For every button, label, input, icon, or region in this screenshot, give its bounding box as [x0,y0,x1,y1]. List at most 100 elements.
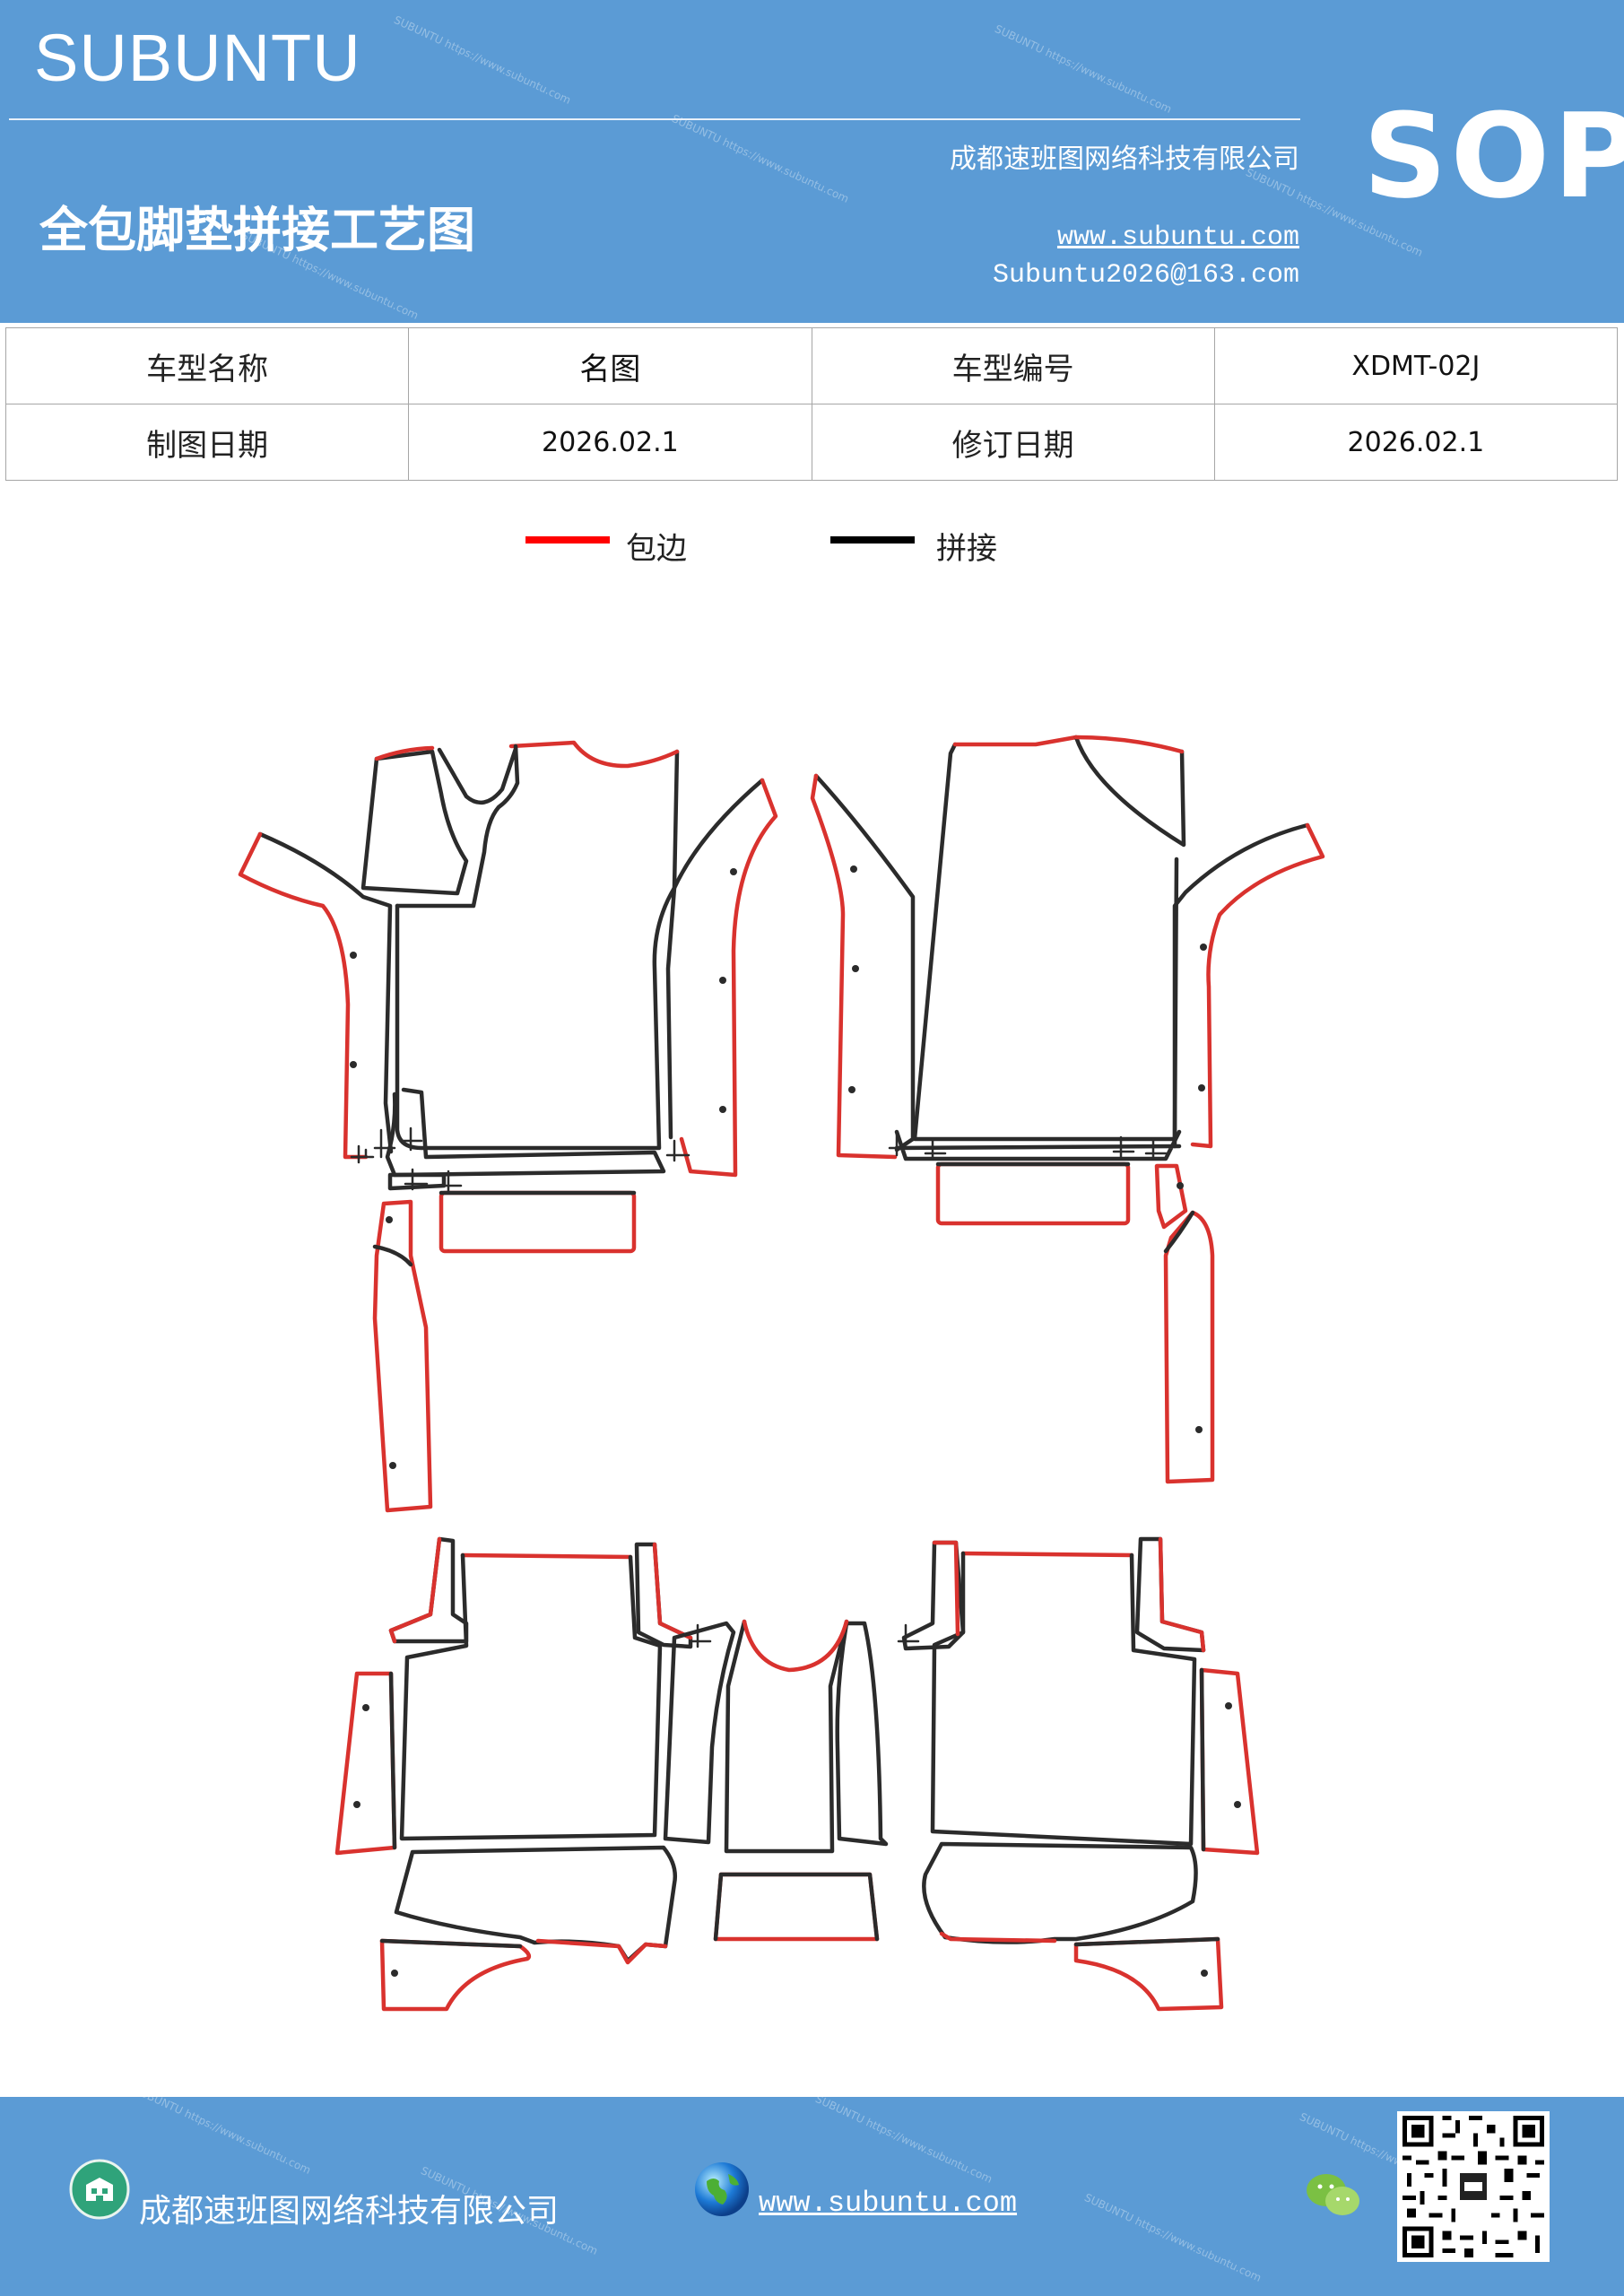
legend-swatch-wrap [525,536,610,544]
mount-hole [362,1704,369,1711]
mat-piece-fr-corner-wrap [1073,735,1185,754]
mat-piece-fr-side-wrap [1190,822,1325,1149]
mat-piece-fr-heel-pad [935,1161,1131,1226]
mount-hole [1234,1801,1241,1808]
rear-left-mat-group [334,1536,712,2012]
mount-hole [1195,1426,1203,1433]
mat-piece-rl-outer [334,1671,397,1856]
seam-marker [404,1168,429,1191]
mat-piece-fr-corner [1073,735,1186,848]
footer-company-name: 成都速班图网络科技有限公司 [139,2193,560,2230]
globe-icon [695,2162,749,2216]
mat-piece-fr-sill [894,1129,1182,1161]
legend-label-wrap: 包边 [626,531,687,567]
watermark: SUBUNTU https://www.subuntu.com [392,13,573,107]
mount-hole [719,1106,726,1113]
mat-piece-rc-tunnel-right [835,1621,889,1847]
front-right-mat-group [810,735,1325,1484]
seam-marker [373,1128,396,1159]
mount-hole [1200,944,1207,951]
value-cell-model-name: 名图 [408,327,812,404]
mat-piece-rr-corner [1073,1936,1224,2012]
header: SUBUNTU https://www.subuntu.com SUBUNTU … [0,0,1624,323]
company-name: 成都速班图网络科技有限公司 [950,144,1299,175]
watermark: SUBUNTU https://www.subuntu.com [1082,2191,1264,2284]
mat-piece-rl-flap-right-wrap [652,1542,693,1640]
header-divider [9,118,1300,120]
mat-piece-rl-corner-seam [379,1938,523,1949]
mat-piece-fr-tunnel-wrap [810,773,898,1160]
mat-piece-fr-door-small [1154,1163,1188,1230]
mat-piece-rl-corner [379,1938,531,2012]
company-icon [69,2159,130,2220]
label-cell-model-name: 车型名称 [4,327,410,404]
mat-piece-rr-outer [1199,1667,1260,1856]
mat-piece-fl-pedal-inner [437,746,518,805]
brand-logo-text: SUBUNTU [34,21,361,95]
mat-piece-fl-pedal-panel [360,749,469,896]
rear-right-mat-group [901,1536,1260,2012]
mat-piece-rl-flap-left-wrap [388,1536,442,1644]
email-link[interactable]: Subuntu2026@163.com [992,260,1299,291]
rear-center-mat-group [663,1619,920,1942]
mat-piece-rr-main [930,1551,1197,1847]
mat-piece-fl-door-strip-seam [372,1244,413,1267]
mat-piece-fl-main [395,749,680,1151]
seam-marker [665,1139,690,1162]
wechat-icon [1307,2174,1359,2215]
mat-piece-rc-front [713,1872,880,1942]
mount-hole [1177,1182,1184,1189]
mat-piece-rl-flap-right [634,1542,693,1649]
footer-website-link[interactable]: www.subuntu.com [759,2187,1018,2220]
mat-piece-fl-front-strip [387,1172,447,1191]
mount-hole [852,965,859,972]
mat-piece-fl-side [257,831,394,1154]
mat-piece-rl-front-wrap [535,1938,668,1965]
mat-piece-fl-sill [385,1087,666,1178]
value-cell-draw-date: 2026.02.1 [408,404,812,481]
mount-hole [848,1086,855,1093]
mount-hole [350,1061,357,1068]
front-left-mat-group [238,740,778,1513]
mat-piece-fl-door-strip [372,1199,433,1513]
mat-piece-rr-flap-right-wrap [1158,1536,1206,1653]
mat-piece-fr-door-strip [1163,1210,1215,1484]
mat-piece-rl-seat-top [460,1552,633,1560]
mat-piece-fl-pedal-cut [395,744,520,909]
table-row: 车型名称 名图 车型编号 XDMT-02J [4,327,1619,404]
mat-piece-fr-door-strip-seam [1163,1210,1195,1254]
mat-piece-fl-tunnel [665,778,765,1140]
seam-marker [1144,1137,1168,1161]
seam-marker [924,1137,947,1161]
value-cell-model-code: XDMT-02J [1213,327,1619,404]
mat-piece-fl-heel-pad [439,1190,637,1254]
seam-marker [888,1130,911,1157]
website-link[interactable]: www.subuntu.com [1056,222,1299,253]
watermark: SUBUNTU https://www.subuntu.com [132,2097,313,2177]
mount-hole [1225,1702,1232,1709]
mat-piece-rc-tunnel-left [663,1621,736,1845]
mat-piece-rr-front-wrap [939,1931,1057,1944]
info-table: 车型名称 名图 车型编号 XDMT-02J 制图日期 2026.02.1 修订日… [4,327,1619,481]
seam-marker [1112,1135,1135,1159]
mount-hole [1201,1970,1208,1977]
legend: 包边 拼接 [0,527,1624,572]
mat-piece-fl-side-wrap [238,831,369,1160]
page-title: 全包脚垫拼接工艺图 [39,201,475,258]
mat-piece-rc-front-seam [713,1872,880,1942]
mat-piece-rr-corner-seam [1073,1936,1220,1947]
seam-marker [689,1623,712,1648]
value-cell-revision-date: 2026.02.1 [1213,404,1619,481]
label-cell-model-code: 车型编号 [811,327,1215,404]
watermark: SUBUNTU https://www.subuntu.com [670,112,851,205]
mat-piece-fr-tunnel [813,773,916,1152]
mount-hole [730,868,737,875]
table-row: 制图日期 2026.02.1 修订日期 2026.02.1 [4,404,1619,481]
seam-marker [350,1144,375,1164]
seam-marker [402,1126,423,1152]
mat-piece-fl-tunnel-wrap [679,778,778,1178]
mount-hole [386,1216,393,1223]
mount-hole [850,865,857,873]
watermark: SUBUNTU https://www.subuntu.com [993,22,1174,116]
mat-piece-fr-main-top [952,735,1079,747]
